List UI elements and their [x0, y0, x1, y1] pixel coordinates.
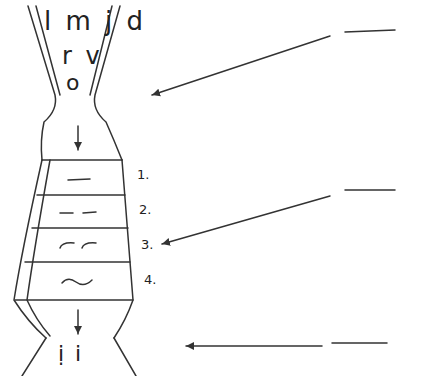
callout-number: 2. — [139, 203, 151, 216]
letter-label: r v — [62, 44, 103, 68]
callout-number: 3. — [141, 238, 153, 251]
callout-number: 4. — [144, 273, 156, 286]
letter-label: l m j d — [44, 8, 146, 34]
callout-number: 1. — [137, 168, 149, 181]
letter-label: o — [66, 72, 79, 94]
letter-label: ị i — [58, 343, 83, 365]
